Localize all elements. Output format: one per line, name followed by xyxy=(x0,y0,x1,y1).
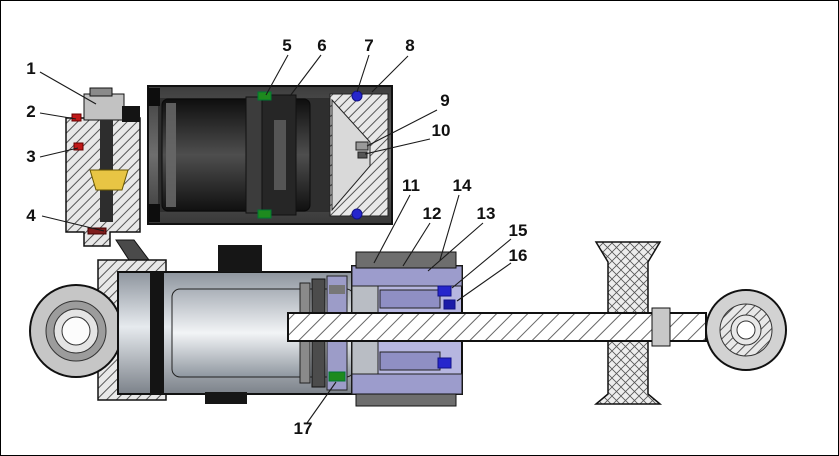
callout-4-label: 4 xyxy=(26,206,36,225)
callout-9-label: 9 xyxy=(440,91,449,110)
shaft-wiper-blue-top xyxy=(443,299,456,310)
callout-9: 9 xyxy=(366,91,450,147)
piston-ring-top xyxy=(329,285,345,294)
callout-17-label: 17 xyxy=(294,419,313,438)
callout-14: 14 xyxy=(439,176,472,261)
callout-9-leader xyxy=(366,109,438,147)
callout-14-leader xyxy=(439,194,460,261)
callout-5-label: 5 xyxy=(282,36,291,55)
shaft-shoulder xyxy=(651,307,671,347)
callout-17-leader xyxy=(306,381,337,424)
oring-lower xyxy=(73,142,84,151)
callout-6-label: 6 xyxy=(317,36,326,55)
callout-15-label: 15 xyxy=(509,221,528,240)
shaft xyxy=(287,312,707,342)
callout-1-label: 1 xyxy=(26,59,35,78)
callout-15: 15 xyxy=(451,221,528,289)
callout-15-leader xyxy=(451,238,512,289)
lower-clamp-block xyxy=(205,392,247,404)
check-valve-seal xyxy=(87,227,107,235)
callout-1: 1 xyxy=(26,59,97,105)
callout-16: 16 xyxy=(456,246,528,302)
seal-head-gland-bottom xyxy=(379,351,441,371)
bleed-fitting xyxy=(355,141,369,151)
callout-10-label: 10 xyxy=(432,121,451,140)
retainer-band-bottom xyxy=(148,204,160,222)
reservoir-piston-plate xyxy=(245,96,263,214)
callout-16-label: 16 xyxy=(509,246,528,265)
shaft-seal-blue-top xyxy=(437,285,452,297)
callout-11-leader xyxy=(373,194,411,264)
reservoir-oring-blue-bottom xyxy=(351,208,363,220)
callout-13-leader xyxy=(427,222,484,272)
callout-13: 13 xyxy=(427,204,496,272)
callout-17: 17 xyxy=(294,381,337,438)
piston-band-green xyxy=(328,371,346,382)
shim-stack xyxy=(89,169,129,191)
callout-4-leader xyxy=(41,215,105,232)
end-cap-cone-cavity xyxy=(331,98,371,212)
callout-16-leader xyxy=(456,262,512,302)
callout-1-leader xyxy=(39,71,97,105)
callout-4: 4 xyxy=(26,206,105,232)
preload-collar-top xyxy=(355,251,457,269)
oring-upper xyxy=(71,113,82,122)
adjuster-cap xyxy=(83,93,125,121)
seal-head-gland-top xyxy=(379,289,441,309)
floating-piston-highlight xyxy=(166,103,176,207)
reservoir-seal-green-top xyxy=(257,91,272,101)
callout-13-label: 13 xyxy=(477,204,496,223)
reservoir-assembly xyxy=(147,85,393,225)
body-assembly xyxy=(29,241,787,407)
callout-2: 2 xyxy=(26,102,77,121)
adjuster-knob-dark xyxy=(122,106,140,122)
left-eyelet-bore xyxy=(61,316,91,346)
callout-10-leader xyxy=(364,138,431,155)
preload-collar-bottom xyxy=(355,393,457,407)
reservoir-seal-green-bottom xyxy=(257,209,272,219)
seal-head-bottom-ring xyxy=(351,373,463,395)
callout-3-label: 3 xyxy=(26,147,35,166)
callout-7-label: 7 xyxy=(364,36,373,55)
retainer-band-top xyxy=(148,88,160,106)
callout-11-label: 11 xyxy=(402,176,420,195)
shaft-seal-blue-bottom xyxy=(437,357,452,369)
callout-12-leader xyxy=(402,222,431,267)
callout-7: 7 xyxy=(356,36,374,93)
callout-6: 6 xyxy=(289,36,327,97)
callout-3-leader xyxy=(39,147,79,158)
callout-5-leader xyxy=(265,54,289,96)
callouts: 1 2 3 4 5 6 7 8 xyxy=(26,36,527,438)
callout-2-leader xyxy=(39,112,77,120)
adjuster-cap-top xyxy=(89,87,113,97)
callout-3: 3 xyxy=(26,147,79,166)
callout-2-label: 2 xyxy=(26,102,35,121)
seal-head-top-ring xyxy=(351,265,463,287)
callout-12-label: 12 xyxy=(423,204,442,223)
callout-8-leader xyxy=(371,55,409,93)
callout-5: 5 xyxy=(265,36,292,96)
reservoir-piston-hub xyxy=(274,120,286,190)
callout-14-label: 14 xyxy=(453,176,472,195)
callout-7-leader xyxy=(356,54,370,93)
callout-8-label: 8 xyxy=(405,36,414,55)
callout-10: 10 xyxy=(364,121,451,155)
reservoir-oring-blue-top xyxy=(351,90,363,102)
right-eyelet-bore xyxy=(736,320,756,340)
callout-6-leader xyxy=(289,54,322,97)
callout-8: 8 xyxy=(371,36,415,93)
bleed-washer xyxy=(357,151,368,159)
callout-12: 12 xyxy=(402,204,442,267)
body-end-band xyxy=(150,272,164,394)
upper-clamp-block xyxy=(218,245,262,272)
callout-11: 11 xyxy=(373,176,420,264)
